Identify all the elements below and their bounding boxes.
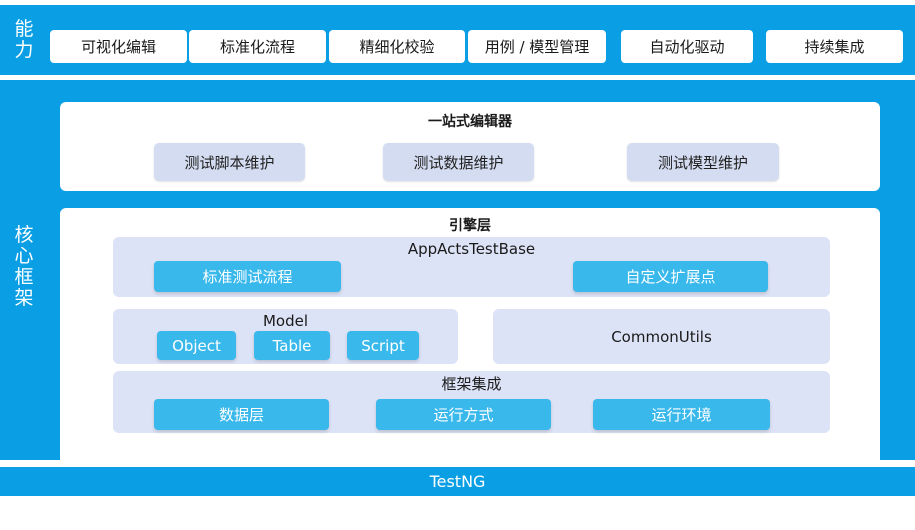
capability-case-model-mgmt: 用例 / 模型管理 <box>468 30 606 63</box>
standard-test-flow-chip: 标准测试流程 <box>154 261 341 292</box>
custom-extension-point-chip: 自定义扩展点 <box>573 261 768 292</box>
core-framework-band: 核心框架 一站式编辑器 测试脚本维护 测试数据维护 测试模型维护 引擎层 App… <box>0 80 915 530</box>
capability-fine-check: 精细化校验 <box>329 30 465 63</box>
capability-standard-flow: 标准化流程 <box>189 30 326 63</box>
run-environment-chip: 运行环境 <box>593 399 770 430</box>
editor-model-maintenance: 测试模型维护 <box>627 143 779 181</box>
editor-panel: 一站式编辑器 测试脚本维护 测试数据维护 测试模型维护 <box>60 102 880 191</box>
framework-integration-title: 框架集成 <box>441 375 502 393</box>
run-mode-chip: 运行方式 <box>376 399 551 430</box>
editor-title: 一站式编辑器 <box>428 114 512 130</box>
core-framework-label: 核心框架 <box>14 224 34 309</box>
appacts-testbase-title: AppActsTestBase <box>407 240 536 258</box>
editor-script-maintenance: 测试脚本维护 <box>154 143 305 181</box>
capability-auto-drive: 自动化驱动 <box>621 30 753 63</box>
capability-label: 能力 <box>14 18 34 61</box>
capability-band: 能力 可视化编辑 标准化流程 精细化校验 用例 / 模型管理 自动化驱动 持续集… <box>0 5 915 75</box>
model-table-chip: Table <box>254 331 330 360</box>
model-object-chip: Object <box>157 331 236 360</box>
framework-integration-box: 框架集成 数据层 运行方式 运行环境 <box>113 371 830 433</box>
data-layer-chip: 数据层 <box>154 399 329 430</box>
engine-panel: 引擎层 AppActsTestBase 标准测试流程 自定义扩展点 Model … <box>60 208 880 530</box>
testng-band: TestNG <box>0 467 915 496</box>
model-box: Model Object Table Script <box>113 309 458 364</box>
model-title: Model <box>262 312 309 330</box>
testng-label: TestNG <box>429 472 486 491</box>
capability-visual-edit: 可视化编辑 <box>50 30 187 63</box>
common-utils-box: CommonUtils <box>493 309 830 364</box>
model-script-chip: Script <box>347 331 419 360</box>
common-utils-title: CommonUtils <box>611 327 712 346</box>
engine-title: 引擎层 <box>449 218 491 234</box>
capability-ci: 持续集成 <box>766 30 903 63</box>
editor-data-maintenance: 测试数据维护 <box>383 143 534 181</box>
appacts-testbase-box: AppActsTestBase 标准测试流程 自定义扩展点 <box>113 237 830 297</box>
